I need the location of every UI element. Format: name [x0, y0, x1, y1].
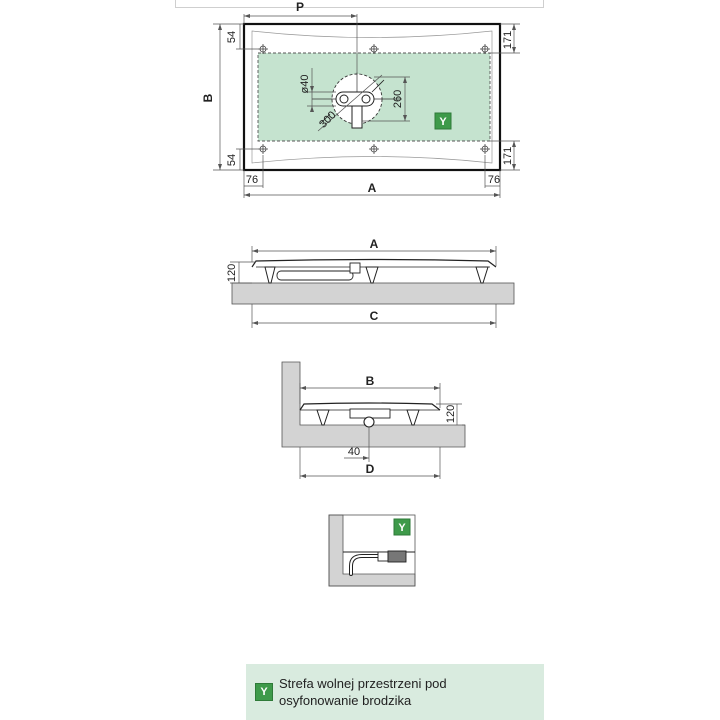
end-pipe-section [363, 416, 375, 428]
detail-badge-label: Y [398, 522, 406, 534]
dim-76-right-label: 76 [488, 174, 500, 186]
dim-171-top-label: 171 [502, 31, 514, 49]
detail-coupling [377, 551, 389, 562]
legend-text: Strefa wolnej przestrzeni pod osyfonowan… [279, 676, 447, 708]
side-dim-a-label: A [370, 237, 379, 251]
top-view: Y [201, 0, 520, 198]
zone-badge-label: Y [439, 116, 447, 128]
drain-assembly [312, 72, 402, 129]
end-feet [316, 409, 420, 426]
dim-p-label: P [296, 0, 304, 14]
dim-171-bottom-label: 171 [502, 147, 514, 165]
side-dim-120-label: 120 [226, 264, 238, 282]
dim-b-label: B [201, 93, 215, 102]
legend: Y Strefa wolnej przestrzeni pod osyfonow… [246, 664, 544, 720]
dim-phi40-label: ø40 [299, 75, 311, 94]
side-tray-profile [251, 258, 497, 268]
side-feet [264, 266, 489, 284]
tray-inner-contour [251, 30, 493, 164]
dim-260-label: 260 [392, 90, 404, 108]
feet-markers [258, 44, 490, 154]
dim-76-left-label: 76 [246, 174, 258, 186]
side-floor-slab [231, 282, 515, 305]
top-frame-edge [175, 0, 544, 8]
detail-drain-body [387, 550, 407, 563]
side-view: A C 120 [226, 237, 515, 328]
detail-view: Y [328, 514, 416, 587]
dim-54-bottom-label: 54 [226, 154, 238, 166]
end-dim-b-label: B [366, 374, 375, 388]
side-siphon-pipe [276, 270, 354, 281]
side-drain [349, 262, 361, 274]
end-dim-120-label: 120 [445, 405, 457, 423]
dim-a-label: A [368, 181, 377, 195]
end-dim-40-label: 40 [348, 446, 360, 458]
end-tray-profile [299, 402, 441, 411]
legend-badge: Y [255, 683, 273, 701]
detail-badge-box [393, 518, 411, 536]
end-dim-d-label: D [366, 462, 375, 476]
side-dim-c-label: C [370, 309, 379, 323]
zone-badge-box [434, 112, 452, 130]
dim-54-top-label: 54 [226, 31, 238, 43]
top-view-arrow-heads [218, 14, 516, 197]
detail-frame [328, 514, 416, 587]
end-view: B D 40 120 [281, 361, 466, 479]
side-dimension-lines [230, 246, 497, 328]
